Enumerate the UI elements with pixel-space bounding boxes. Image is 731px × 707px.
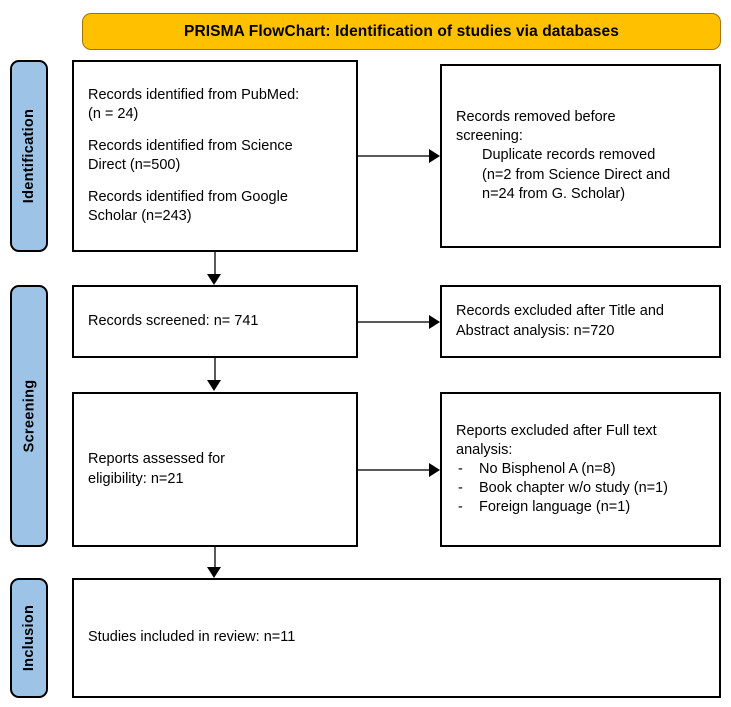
stage-label-screening: Screening — [21, 379, 37, 453]
box-records-identified: Records identified from PubMed: (n = 24)… — [72, 60, 358, 252]
paragraph-spacer — [88, 124, 342, 137]
stage-label-inclusion: Inclusion — [21, 604, 37, 672]
records-identified-line-1: Records identified from PubMed: — [88, 86, 300, 103]
list-marker-icon: - — [458, 480, 463, 497]
list-item: - Book chapter w/o study (n=1) — [456, 479, 705, 498]
exclusion-reason-text: Book chapter w/o study (n=1) — [479, 480, 669, 497]
eligibility-line-1: Reports assessed for — [88, 451, 226, 468]
records-screened-text: Records screened: n= 741 — [88, 312, 259, 329]
flowchart-title: PRISMA FlowChart: Identification of stud… — [82, 13, 721, 50]
records-identified-line-2: (n = 24) — [88, 105, 139, 122]
paragraph-spacer — [88, 175, 342, 188]
box-records-screened: Records screened: n= 741 — [72, 285, 358, 358]
connector-eligibility-to-included-arrowhead-icon — [207, 567, 221, 578]
box-reports-excluded-fulltext: Reports excluded after Full text analysi… — [440, 392, 721, 547]
connector-identified-to-removed-line — [358, 155, 430, 157]
connector-eligibility-to-excluded-line — [358, 469, 430, 471]
list-item: - Foreign language (n=1) — [456, 498, 705, 517]
exclusion-reason-text: No Bisphenol A (n=8) — [479, 460, 616, 477]
connector-identified-to-removed-arrowhead-icon — [429, 148, 440, 163]
connector-eligibility-to-excluded-arrowhead-icon — [429, 462, 440, 477]
stage-label-identification: Identification — [21, 108, 38, 204]
reports-excluded-ft-line-2: analysis: — [456, 441, 513, 458]
connector-identified-to-screened-line — [214, 252, 216, 276]
connector-screened-to-eligibility-line — [214, 358, 216, 382]
records-removed-detail-3: n=24 from G. Scholar) — [482, 185, 626, 202]
records-identified-line-6: Scholar (n=243) — [88, 208, 192, 225]
list-marker-icon: - — [458, 460, 463, 477]
records-removed-line-2: screening: — [456, 128, 523, 145]
records-removed-detail-1: Duplicate records removed — [482, 147, 656, 164]
eligibility-line-2: eligibility: n=21 — [88, 470, 184, 487]
box-records-removed: Records removed before screening: Duplic… — [440, 64, 721, 248]
box-records-excluded-title-abstract: Records excluded after Title and Abstrac… — [440, 285, 721, 358]
connector-screened-to-eligibility-arrowhead-icon — [207, 380, 221, 391]
studies-included-text: Studies included in review: n=11 — [88, 629, 296, 646]
flowchart-title-text: PRISMA FlowChart: Identification of stud… — [184, 22, 619, 40]
connector-screened-to-excluded-line — [358, 321, 430, 323]
exclusion-reason-text: Foreign language (n=1) — [479, 499, 631, 516]
box-studies-included: Studies included in review: n=11 — [72, 578, 721, 698]
records-removed-detail-2: (n=2 from Science Direct and — [482, 166, 671, 183]
connector-eligibility-to-included-line — [214, 547, 216, 569]
records-removed-line-1: Records removed before — [456, 109, 616, 126]
records-excluded-ta-line-2: Abstract analysis: n=720 — [456, 322, 615, 339]
records-identified-line-4: Direct (n=500) — [88, 157, 181, 173]
records-excluded-ta-line-1: Records excluded after Title and — [456, 303, 664, 320]
stage-tab-screening: Screening — [10, 285, 48, 547]
records-identified-line-5: Records identified from Google — [88, 189, 288, 206]
stage-tab-identification: Identification — [10, 60, 48, 252]
records-identified-line-3: Records identified from Science — [88, 137, 293, 154]
reports-excluded-ft-line-1: Reports excluded after Full text — [456, 422, 657, 439]
stage-tab-inclusion: Inclusion — [10, 578, 48, 698]
list-item: - No Bisphenol A (n=8) — [456, 460, 705, 479]
list-marker-icon: - — [458, 499, 463, 516]
connector-screened-to-excluded-arrowhead-icon — [429, 314, 440, 329]
connector-identified-to-screened-arrowhead-icon — [207, 274, 221, 285]
exclusion-reason-list: - No Bisphenol A (n=8) - Book chapter w/… — [456, 460, 705, 517]
box-reports-assessed-eligibility: Reports assessed for eligibility: n=21 — [72, 392, 358, 547]
